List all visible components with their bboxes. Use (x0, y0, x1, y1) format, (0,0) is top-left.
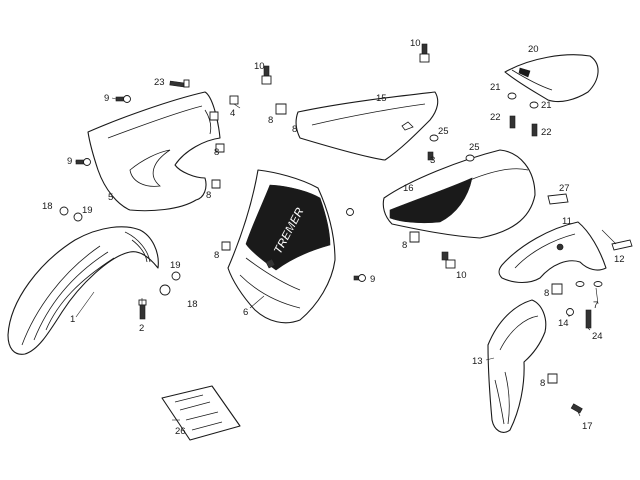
callout-13: 13 (472, 356, 483, 367)
rear-mount-bracket (498, 221, 607, 284)
callout-10-side-panel: 10 (456, 270, 467, 281)
callout-21-left: 21 (490, 82, 501, 93)
callout-8-bracket: 8 (544, 288, 549, 299)
callout-18-right: 18 (187, 299, 198, 310)
callout-25-left: 25 (438, 126, 449, 137)
callout-9-plate: 9 (370, 274, 375, 285)
rear-mudguard (487, 299, 547, 433)
callout-9-shroud-side: 9 (67, 156, 72, 167)
hardware (59, 43, 603, 414)
callout-24: 24 (592, 331, 603, 342)
callout-22-left: 22 (490, 112, 501, 123)
callout-4: 4 (230, 108, 235, 119)
callout-14: 14 (558, 318, 569, 329)
lower-side-panel (382, 149, 536, 239)
callout-12: 12 (614, 254, 625, 265)
callout-11: 11 (562, 216, 572, 227)
front-fender (7, 226, 159, 355)
callout-8-mudguard: 8 (540, 378, 545, 389)
callout-23: 23 (154, 77, 165, 88)
leader-lines (75, 97, 617, 421)
callout-10-top: 10 (254, 61, 265, 72)
callout-5: 5 (108, 192, 113, 203)
upper-side-panel (295, 91, 439, 161)
left-radiator-shroud (87, 91, 221, 212)
bracket-clip (611, 239, 633, 251)
callout-26: 26 (175, 426, 186, 437)
callout-7: 7 (593, 300, 598, 311)
callout-19-left: 19 (82, 205, 93, 216)
decal-sheet (161, 385, 241, 441)
callout-17: 17 (582, 421, 593, 432)
callout-10-panel: 10 (410, 38, 421, 49)
callout-15: 15 (376, 93, 387, 104)
callout-1: 1 (70, 314, 75, 325)
callout-3: 3 (430, 155, 435, 166)
callout-6: 6 (243, 307, 248, 318)
seat-cap (504, 54, 599, 103)
callouts: 1 2 3 4 5 6 7 8 8 8 8 8 8 8 8 9 9 9 10 1… (42, 38, 625, 437)
callout-25-right: 25 (469, 142, 480, 153)
callout-8-shroud-mid: 8 (214, 147, 219, 158)
callout-19-right: 19 (170, 260, 181, 271)
callout-9-shroud-top: 9 (104, 93, 109, 104)
front-fender-bolt (138, 298, 147, 320)
callout-8-panel-top: 8 (292, 124, 297, 135)
callout-21-right: 21 (541, 100, 552, 111)
callout-2: 2 (139, 323, 144, 334)
callout-16: 16 (403, 183, 414, 194)
callout-20: 20 (528, 44, 539, 55)
callout-27: 27 (559, 183, 570, 194)
callout-22-right: 22 (541, 127, 552, 138)
callout-8-side-panel: 8 (402, 240, 407, 251)
rubber-pad (547, 193, 569, 205)
front-number-plate: TREMER (227, 169, 336, 324)
callout-18-left: 18 (42, 201, 53, 212)
callout-8-plate: 8 (214, 250, 219, 261)
callout-8-shroud-low: 8 (206, 190, 211, 201)
callout-8-shroud-top: 8 (268, 115, 273, 126)
